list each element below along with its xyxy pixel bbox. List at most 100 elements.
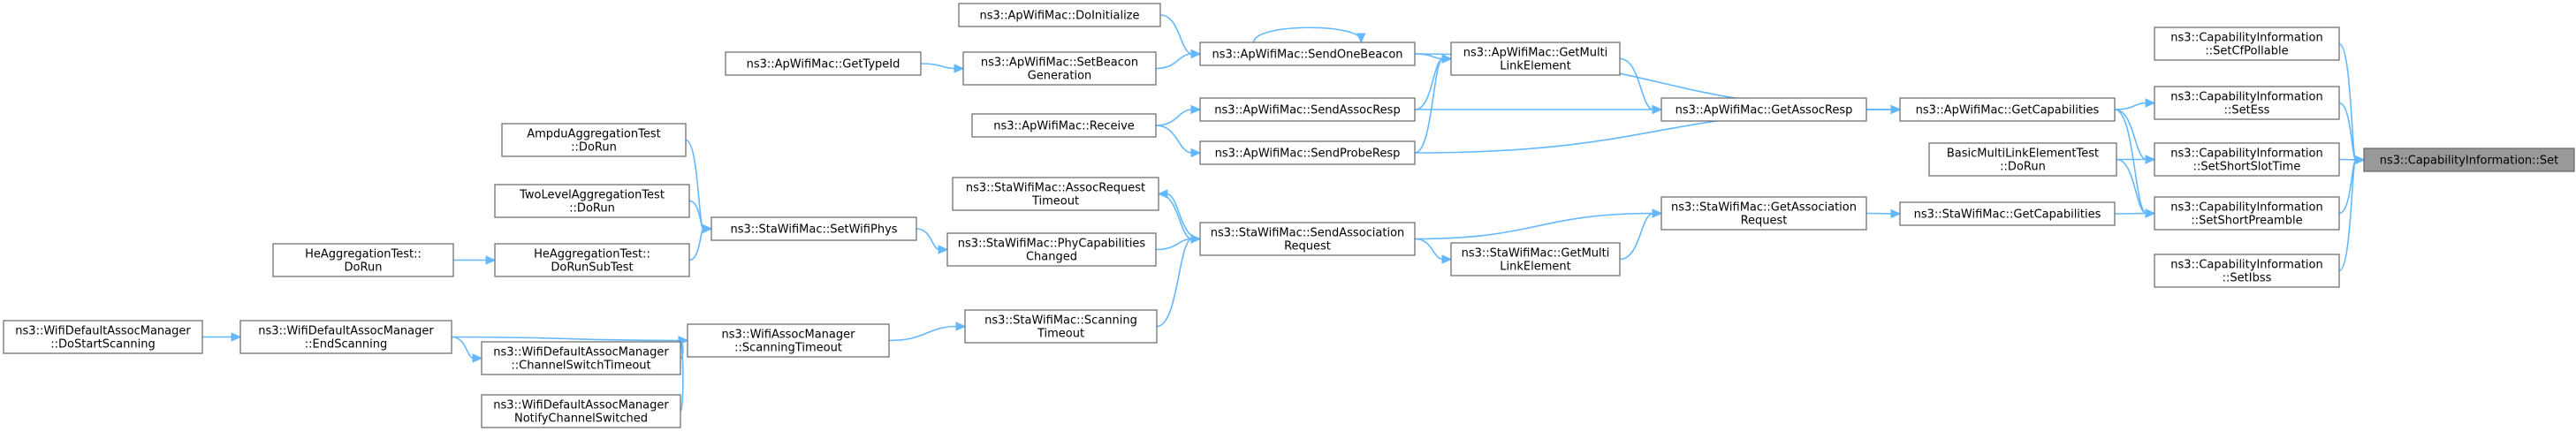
node-label: ::DoStartScanning [50, 338, 155, 352]
node-label: ns3::WifiDefaultAssocManager [493, 346, 669, 360]
edge-line [920, 63, 956, 70]
node-set[interactable]: ns3::CapabilityInformation::Set [2363, 148, 2575, 172]
edges [202, 14, 2366, 413]
node-label: ::SetShortSlotTime [2193, 161, 2301, 174]
edge-line [1252, 26, 1363, 43]
node-apdoinit[interactable]: ns3::ApWifiMac::DoInitialize [958, 3, 1161, 27]
node-box [1660, 196, 1867, 231]
node-box [962, 51, 1157, 86]
node-apgetcap[interactable]: ns3::ApWifiMac::GetCapabilities [1899, 97, 2116, 122]
node-apgetassocresp[interactable]: ns3::ApWifiMac::GetAssocResp [1660, 97, 1867, 122]
edge-apgetcap-to-setshortpre [2114, 109, 2156, 218]
node-label: ns3::ApWifiMac::SetBeacon [981, 57, 1138, 70]
node-apsendprobe[interactable]: ns3::ApWifiMac::SendProbeResp [1199, 140, 1416, 165]
node-wdamnotify[interactable]: ns3::WifiDefaultAssocManagerNotifyChanne… [481, 394, 681, 428]
edge-staassoctimeout-to-stasendassoc [1158, 193, 1202, 244]
node-wamscan[interactable]: ns3::WifiAssocManager::ScanningTimeout [687, 323, 890, 358]
node-box [946, 232, 1157, 267]
node-stascantimeout[interactable]: ns3::StaWifiMac::ScanningTimeout [964, 309, 1158, 344]
edge-line [1155, 238, 1193, 251]
edge-wamscan-to-stascantimeout [888, 322, 967, 342]
node-box [1199, 140, 1416, 165]
edge-line [2114, 109, 2147, 161]
node-label: HeAggregationTest:: [534, 248, 650, 261]
node-label: DoRun [345, 261, 383, 275]
edge-line [1155, 53, 1193, 70]
edge-line [916, 228, 940, 251]
node-bmletest[interactable]: BasicMultiLinkElementTest::DoRun [1928, 142, 2117, 177]
node-label: ns3::CapabilityInformation::Set [2380, 155, 2559, 168]
node-wdamchsw[interactable]: ns3::WifiDefaultAssocManager::ChannelSwi… [481, 341, 681, 375]
edge-arrowhead [1441, 54, 1453, 64]
node-box [2154, 86, 2340, 120]
node-box [1899, 97, 2116, 122]
edge-stascantimeout-to-stasendassoc [1156, 234, 1202, 328]
node-wdamend[interactable]: ns3::WifiDefaultAssocManager::EndScannin… [239, 320, 452, 354]
node-twolevel[interactable]: TwoLevelAggregationTest::DoRun [494, 184, 690, 218]
edge-line [1619, 57, 1654, 110]
node-apsendassocresp[interactable]: ns3::ApWifiMac::SendAssocResp [1199, 97, 1416, 122]
edge-line [451, 336, 475, 360]
edge-line [1156, 238, 1193, 328]
node-label: Request [1284, 240, 1331, 254]
edge-arrowhead [1441, 254, 1453, 264]
edge-arrowhead [1190, 49, 1202, 59]
edge-apgetmulti-to-apgetassocresp [1619, 57, 1663, 115]
node-label: ns3::StaWifiMac::GetAssociation [1671, 201, 1857, 215]
node-setess[interactable]: ns3::CapabilityInformation::SetEss [2154, 86, 2340, 120]
node-apgettypeid[interactable]: ns3::ApWifiMac::GetTypeId [725, 51, 922, 76]
edge-apsendbeacon-to-apsendbeacon [1252, 26, 1366, 44]
edge-line [451, 336, 680, 342]
edge-line [2114, 102, 2147, 110]
node-box [239, 320, 452, 354]
node-setshortpre[interactable]: ns3::CapabilityInformation::SetShortPrea… [2154, 196, 2340, 231]
node-heaggrun[interactable]: HeAggregationTest::DoRun [272, 243, 454, 277]
edge-arrowhead [1652, 208, 1663, 218]
node-wdamstart[interactable]: ns3::WifiDefaultAssocManager::DoStartSca… [3, 320, 203, 354]
node-box [725, 51, 922, 76]
node-label: ns3::WifiDefaultAssocManager [15, 325, 191, 338]
node-label: Timeout [1031, 195, 1079, 208]
node-box [2154, 196, 2340, 231]
edge-line [2338, 42, 2357, 161]
node-label: ::SetIbss [2223, 272, 2272, 285]
node-box [2363, 148, 2575, 172]
node-setshortslot[interactable]: ns3::CapabilityInformation::SetShortSlot… [2154, 142, 2340, 177]
node-setcf[interactable]: ns3::CapabilityInformation::SetCfPollabl… [2154, 26, 2340, 61]
edge-apreceive-to-apsendassocresp [1155, 104, 1202, 126]
node-label: ::DoRun [2000, 161, 2046, 174]
node-label: ::DoRun [571, 141, 617, 155]
node-label: ::EndScanning [305, 338, 387, 352]
node-label: ns3::StaWifiMac::AssocRequest [966, 182, 1145, 195]
edge-arrowhead [2145, 208, 2156, 218]
node-box [958, 3, 1161, 27]
node-stasetphys[interactable]: ns3::StaWifiMac::SetWifiPhys [710, 216, 917, 241]
edge-arrowhead [1190, 104, 1202, 115]
node-label: ns3::WifiAssocManager [722, 329, 856, 342]
node-stagetcap[interactable]: ns3::StaWifiMac::GetCapabilities [1899, 201, 2116, 226]
node-setibss[interactable]: ns3::CapabilityInformation::SetIbss [2154, 254, 2340, 288]
node-apsendbeacon[interactable]: ns3::ApWifiMac::SendOneBeacon [1199, 42, 1416, 66]
edge-heaggsub-to-stasetphys [688, 223, 713, 261]
edge-stasendassoc-to-staassoctimeout [1157, 189, 1201, 240]
node-ampdu[interactable]: AmpduAggregationTest::DoRun [501, 123, 687, 157]
node-label: ns3::StaWifiMac::SetWifiPhys [730, 223, 897, 237]
edge-stasetphys-to-staphycap [916, 228, 949, 254]
node-label: ::SetShortPreamble [2191, 215, 2302, 228]
node-box [1199, 97, 1416, 122]
node-box [687, 323, 890, 358]
node-box [1450, 42, 1621, 76]
node-label: ns3::ApWifiMac::GetMulti [1463, 47, 1608, 60]
node-apreceive[interactable]: ns3::ApWifiMac::Receive [971, 113, 1157, 138]
edge-arrowhead [2145, 155, 2156, 164]
edge-arrowhead [1356, 33, 1366, 44]
node-heaggsub[interactable]: HeAggregationTest::DoRunSubTest [494, 243, 690, 277]
